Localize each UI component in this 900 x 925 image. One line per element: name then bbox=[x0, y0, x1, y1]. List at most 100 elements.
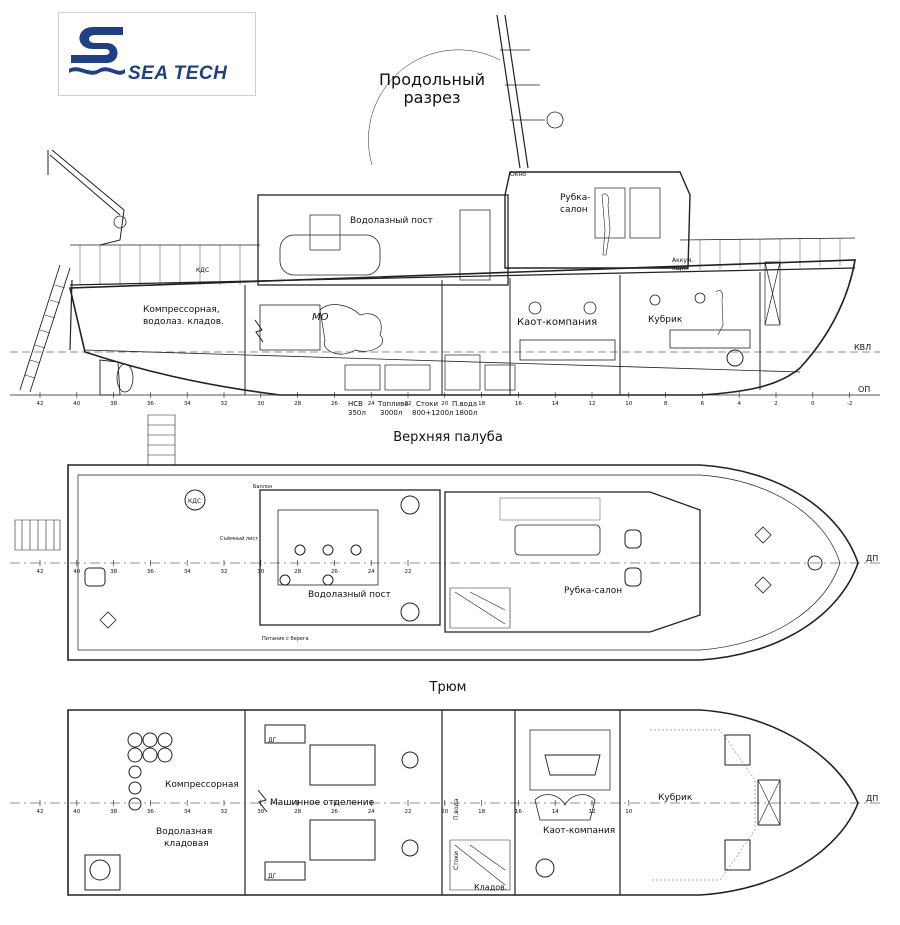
crew-figure-icon bbox=[715, 290, 724, 336]
mess-table-bench bbox=[519, 339, 616, 361]
equipment-circle-3 bbox=[350, 544, 362, 556]
frame-label: 6 bbox=[701, 401, 705, 407]
bow-hatch-icon bbox=[807, 555, 823, 571]
hold-label-store: Кладов. bbox=[474, 883, 507, 892]
label-cabin: Кубрик bbox=[648, 315, 683, 325]
radar-dome-icon bbox=[546, 111, 564, 129]
hull-outline bbox=[68, 259, 856, 396]
main-engine-port bbox=[309, 744, 376, 786]
fore-rail-stanchions bbox=[699, 238, 841, 270]
frame-label: 10 bbox=[625, 809, 632, 815]
gas-cylinder-1 bbox=[400, 495, 420, 515]
label-akkum-1: Аккум. bbox=[672, 257, 693, 264]
decompression-chamber bbox=[279, 234, 381, 276]
frame-label: 14 bbox=[552, 809, 559, 815]
generator-2 bbox=[264, 861, 306, 881]
frame-label: 12 bbox=[589, 809, 596, 815]
propeller-icon bbox=[116, 363, 134, 393]
frame-label: 28 bbox=[294, 809, 301, 815]
mess-table bbox=[544, 754, 601, 776]
frame-label: 28 bbox=[294, 569, 301, 575]
stern-boarding-ladder bbox=[14, 519, 61, 551]
frame-label: 30 bbox=[257, 569, 264, 575]
rail-stanchions bbox=[79, 245, 241, 285]
porthole-2 bbox=[583, 301, 597, 315]
frame-label: 10 bbox=[625, 401, 632, 407]
anchor-windlass-icon bbox=[754, 526, 772, 594]
label-wheelhouse-1: Рубка- bbox=[560, 193, 591, 203]
st-monogram-icon bbox=[69, 27, 125, 75]
frame-label: 42 bbox=[37, 401, 44, 407]
hold-label-water: П.вода bbox=[453, 798, 460, 820]
frame-label: 32 bbox=[221, 401, 228, 407]
frame-label: 18 bbox=[478, 809, 485, 815]
chain-locker-cross bbox=[757, 779, 781, 826]
label-kvl: КВЛ bbox=[854, 343, 871, 352]
frame-label: 30 bbox=[257, 401, 264, 407]
chain-locker bbox=[757, 779, 781, 826]
decompression-chamber-plan bbox=[277, 509, 379, 586]
frame-label: 8 bbox=[664, 401, 668, 407]
hold-label-drain: Стоки bbox=[453, 851, 460, 870]
deck-label-shore-power: Питание с берега bbox=[262, 636, 309, 642]
frame-label: 4 bbox=[737, 401, 741, 407]
frame-label: 14 bbox=[552, 401, 559, 407]
tank-fuel bbox=[384, 364, 431, 391]
tank-nsv-name: НСВ bbox=[348, 400, 363, 408]
tank-water-name: П.вода bbox=[452, 400, 477, 408]
label-mo: МО bbox=[312, 312, 329, 323]
hold-equipment-box bbox=[84, 854, 121, 891]
ladder-rungs bbox=[24, 284, 66, 379]
frame-label: 16 bbox=[515, 809, 522, 815]
cabin-bunk-1 bbox=[724, 734, 751, 766]
hold-label-engine-room: Машинное отделение bbox=[270, 798, 375, 808]
tank-sewage bbox=[444, 354, 481, 391]
frame-label: 38 bbox=[110, 401, 117, 407]
frame-label: 42 bbox=[37, 809, 44, 815]
diving-post-house bbox=[259, 489, 441, 626]
helm-chair-1 bbox=[624, 529, 642, 549]
frame-label: 12 bbox=[589, 401, 596, 407]
hold-title: Трюм bbox=[429, 680, 467, 695]
equipment-circle-5 bbox=[322, 574, 334, 586]
frame-label: 32 bbox=[221, 809, 228, 815]
tank-nsv bbox=[344, 364, 381, 391]
frame-label: 38 bbox=[110, 809, 117, 815]
profile-title-line2: разрез bbox=[404, 88, 461, 107]
frame-label: -2 bbox=[847, 401, 852, 407]
label-diving-post: Водолазный пост bbox=[350, 216, 433, 226]
label-compressor-1: Компрессорная, bbox=[143, 305, 220, 315]
frame-label: 34 bbox=[184, 569, 191, 575]
tank-water-volume: 1800л bbox=[455, 409, 477, 417]
deck-label-removable: Съёмный лист bbox=[220, 535, 258, 542]
tank-sewage-name: Стоки bbox=[416, 400, 438, 408]
saloon-table bbox=[514, 524, 601, 556]
hold-bulkheads bbox=[244, 710, 621, 895]
frame-label: 36 bbox=[147, 809, 154, 815]
hold-outline bbox=[67, 709, 859, 896]
machinery-pump-2 bbox=[401, 839, 419, 857]
profile-title-line1: Продольный bbox=[379, 70, 485, 89]
frame-label: 26 bbox=[331, 569, 338, 575]
label-compressor-2: водолаз. кладов. bbox=[143, 317, 224, 327]
diving-post-door bbox=[459, 209, 491, 281]
galley-stove-icon bbox=[535, 858, 555, 878]
label-op: ОП bbox=[858, 385, 870, 394]
main-engine bbox=[259, 304, 321, 351]
bow-thruster-icon bbox=[726, 349, 744, 367]
frame-label: 40 bbox=[73, 809, 80, 815]
equipment-circle-4 bbox=[279, 574, 291, 586]
equipment-circle-2 bbox=[322, 544, 334, 556]
tank-sewage-volume: 800+1200л bbox=[412, 409, 454, 417]
wheelhouse bbox=[504, 171, 691, 269]
rudder bbox=[99, 359, 121, 396]
tank-fresh-water bbox=[484, 364, 516, 391]
main-deck-line bbox=[69, 267, 856, 286]
tank-fuel-name: Топливо bbox=[377, 400, 409, 408]
gas-cylinder-bank bbox=[127, 732, 173, 811]
